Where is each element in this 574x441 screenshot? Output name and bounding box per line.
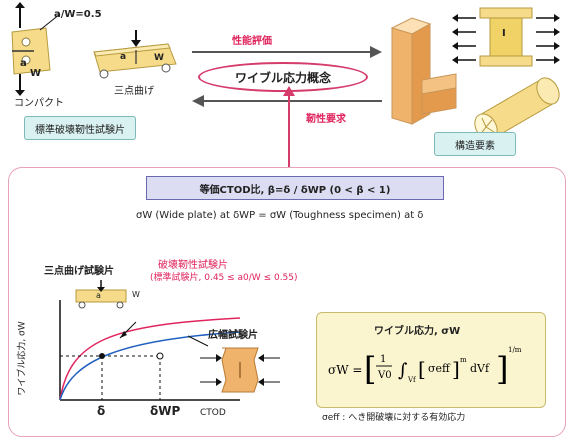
beam-element [476,6,536,68]
svg-text:Vf: Vf [407,376,417,384]
svg-text:∫: ∫ [398,360,408,381]
compact-w-label: W [30,68,42,79]
three-point-w-label: W [154,53,164,63]
svg-text:]: ] [496,350,508,388]
three-point-specimen [90,30,180,80]
compact-label: コンパクト [14,98,64,109]
beam-arrows-right [536,12,560,72]
equation-line: σW (Wide plate) at δWP = σW (Toughness s… [136,210,424,221]
std-specimen-label: 標準破壊靭性試験片 [35,125,125,136]
structure-label: 構造要素 [455,141,495,152]
eval-arrow [192,44,382,63]
svg-text:σeff: σeff [428,362,451,375]
weibull-title: ワイブル応力, σW [374,326,461,337]
specimen-label: 三点曲げ試験片 [44,266,114,277]
svg-text:dVf: dVf [470,362,490,375]
svg-text:]: ] [452,357,460,381]
red-label-1: 破壊靭性試験片 [158,260,228,271]
x-delta-wp-label: δWP [150,404,181,418]
plot-specimen-a: a [96,291,101,300]
std-specimen-box: 標準破壊靭性試験片 [24,116,136,140]
x-axis-label: CTOD [200,408,226,418]
wide-plate-label: 広幅試験片 [208,330,258,341]
aw-label: a/W=0.5 [54,9,102,20]
req-arrow [192,93,382,112]
svg-text:[: [ [364,350,376,388]
x-delta-label: δ [97,404,106,418]
plot-specimen [72,280,138,320]
compact-up-arrow [14,2,26,32]
aw-pointer [38,13,62,36]
svg-text:σW =: σW = [328,363,362,377]
plot-specimen-w: W [132,290,140,299]
red-label-2: (標準試験片, 0.45 ≤ a0/W ≤ 0.55) [150,273,298,283]
connector-arrow [282,86,296,172]
weibull-formula: σW = [ 1 V0 ∫ Vf [ σeff ] m dVf ] 1/m [324,336,538,402]
structure-joint [382,14,462,134]
formula-box: 等価CTOD比, β=δ / δWP (0 < β < 1) [146,176,444,200]
concept-label: ワイブル応力概念 [234,71,331,85]
req-label: 靭性要求 [306,114,346,125]
svg-text:1/m: 1/m [508,346,522,354]
weibull-plot [40,300,241,420]
beam-arrows-left [452,12,476,72]
compact-a-label: a [20,58,27,69]
svg-text:m: m [460,356,467,364]
concept-oval: ワイブル応力概念 [198,62,368,92]
svg-text:1: 1 [380,354,386,365]
weibull-box [316,312,546,408]
compact-specimen [6,26,54,76]
svg-text:[: [ [418,357,426,381]
wide-plate-specimen [200,344,280,396]
svg-text:V0: V0 [377,370,392,381]
three-point-label: 三点曲げ [114,86,154,97]
formula-text: 等価CTOD比, β=δ / δWP (0 < β < 1) [199,185,391,196]
eval-label: 性能評価 [232,36,272,47]
structure-box: 構造要素 [434,132,516,156]
beam-i-label: I [502,28,506,39]
three-point-a-label: a [120,52,127,62]
weibull-footnote: σeff : へき開破壊に対する有効応力 [322,413,466,423]
compact-down-arrow [14,74,26,100]
y-axis-label: ワイブル応力, σW [17,321,28,396]
